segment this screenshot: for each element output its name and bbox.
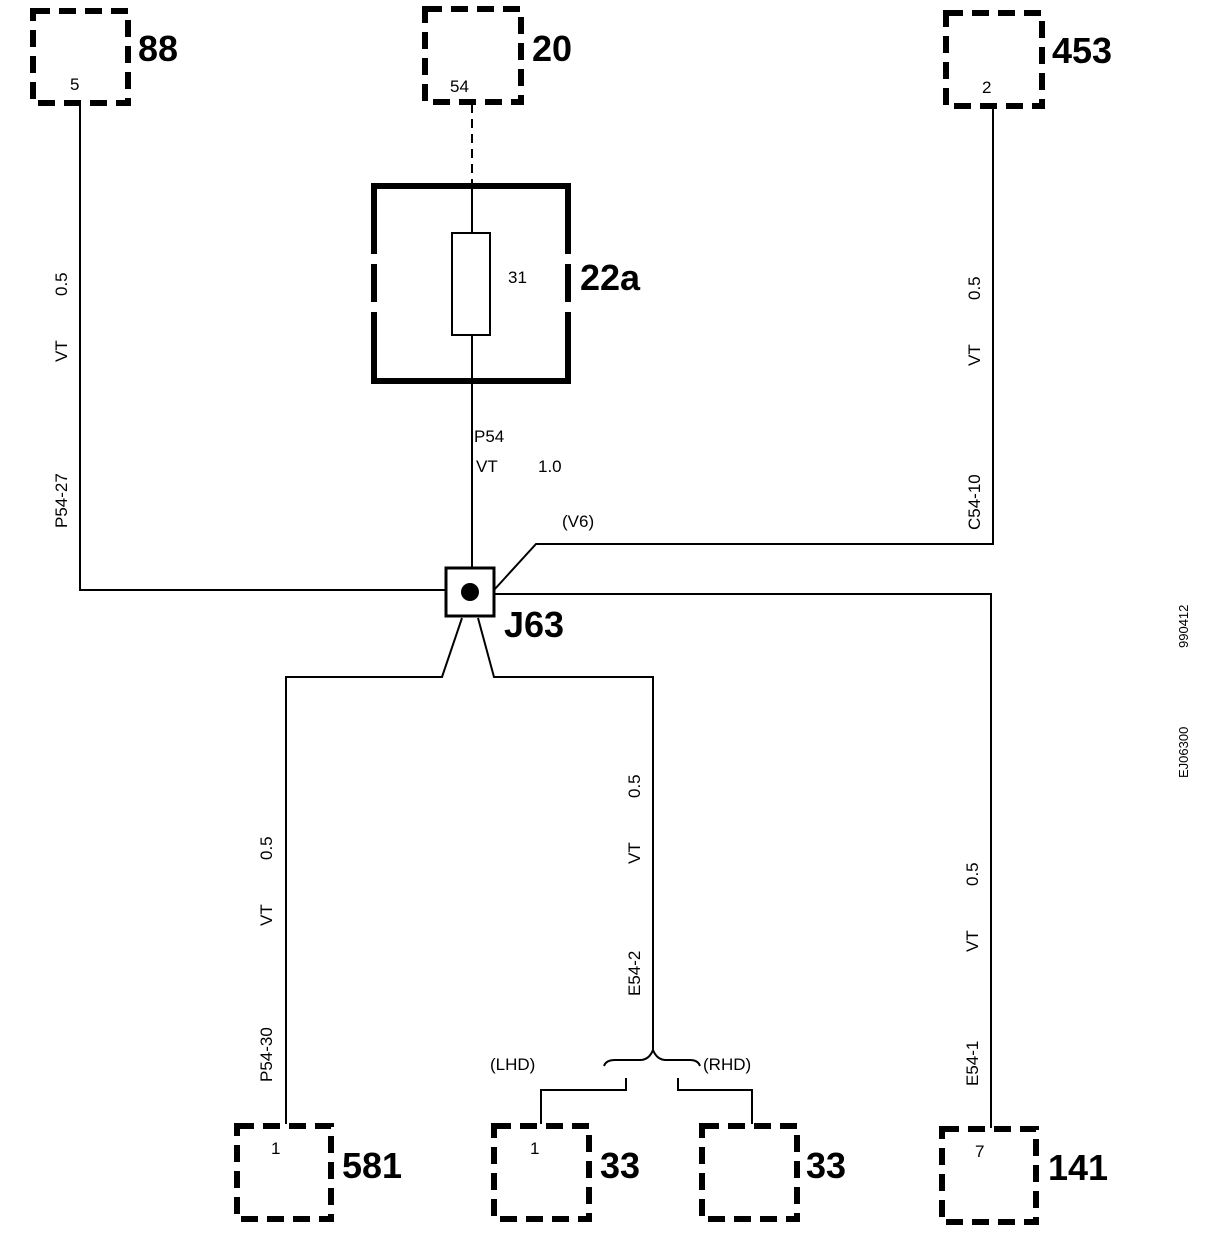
connector-33-lhd-box [491, 1123, 592, 1222]
wire-fuse-color: VT [476, 457, 498, 476]
fuse-number: 31 [508, 268, 527, 287]
wire-141-color: VT [963, 930, 982, 952]
connector-88-box [30, 8, 131, 106]
fuse-box-label: 22a [580, 257, 641, 298]
fuse-box-22a: 31 22a [368, 183, 641, 384]
variant-rhd: (RHD) [703, 1055, 751, 1074]
wire-453-color: VT [965, 344, 984, 366]
connector-33-rhd-label: 33 [806, 1145, 846, 1186]
junction-box [444, 566, 496, 618]
connector-581-pin: 1 [271, 1139, 280, 1158]
junction-j63: J63 [444, 566, 564, 645]
connector-141-pin: 7 [975, 1142, 984, 1161]
connector-20-box [422, 6, 524, 105]
wire-141-size: 0.5 [963, 862, 982, 886]
wire-33-rhd [677, 1078, 753, 1124]
wire-141-code: E54-1 [963, 1041, 982, 1086]
wire-fuse-code: P54 [474, 427, 504, 446]
wire-453-size: 0.5 [965, 276, 984, 300]
variant-lhd: (LHD) [490, 1055, 535, 1074]
connector-453-label: 453 [1052, 30, 1112, 71]
wire-88-size: 0.5 [52, 272, 71, 296]
connector-33-rhd-box [699, 1123, 800, 1222]
wire-581-code: P54-30 [257, 1027, 276, 1082]
wire-33-lhd [540, 1078, 627, 1124]
wire-33-color: VT [625, 842, 644, 864]
connector-141-box [939, 1126, 1039, 1225]
connector-20-pin: 54 [450, 77, 469, 96]
wire-33-code: E54-2 [625, 951, 644, 996]
side-code-date: 990412 [1176, 605, 1191, 648]
side-code-ref: EJ06300 [1176, 727, 1191, 778]
connector-33-lhd-label: 33 [600, 1145, 640, 1186]
wire-88-code: P54-27 [52, 473, 71, 528]
connector-453-pin: 2 [982, 78, 991, 97]
wires [79, 104, 994, 1128]
connector-581-box [234, 1123, 334, 1222]
connector-453-box [943, 10, 1045, 109]
connector-20-label: 20 [532, 28, 572, 69]
variant-brace [603, 1047, 701, 1067]
variant-v6: (V6) [562, 512, 594, 531]
wire-141 [494, 593, 992, 1128]
fuse-element [451, 232, 491, 336]
wire-453-code: C54-10 [965, 474, 984, 530]
wire-581 [285, 617, 463, 1124]
junction-label: J63 [504, 604, 564, 645]
wire-581-color: VT [257, 904, 276, 926]
connector-33-lhd-pin: 1 [530, 1139, 539, 1158]
wire-fuse-size: 1.0 [538, 457, 562, 476]
connector-88-label: 88 [138, 28, 178, 69]
wire-33-size: 0.5 [625, 774, 644, 798]
connector-141-label: 141 [1048, 1147, 1108, 1188]
wire-88-color: VT [52, 340, 71, 362]
wire-33 [477, 617, 654, 1052]
connector-88-pin: 5 [70, 75, 79, 94]
wire-581-size: 0.5 [257, 836, 276, 860]
wire-88 [79, 106, 448, 591]
wire-453 [493, 108, 994, 591]
junction-dot [461, 583, 479, 601]
connector-581-label: 581 [342, 1145, 402, 1186]
